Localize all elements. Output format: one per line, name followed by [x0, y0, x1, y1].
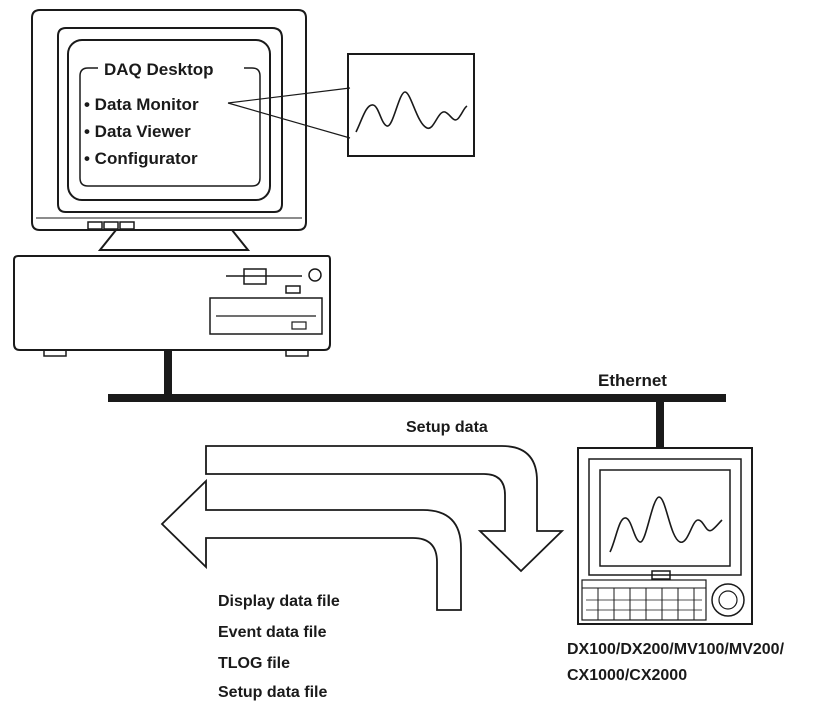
setup-data-arrow	[205, 445, 565, 573]
monitor-stand	[97, 229, 251, 251]
file-label-setup: Setup data file	[218, 684, 327, 701]
screen-title: DAQ Desktop	[104, 60, 214, 79]
monitor-button-1	[87, 221, 103, 230]
menu-item-data-monitor: • Data Monitor	[84, 95, 199, 114]
file-label-display: Display data file	[218, 593, 340, 610]
monitor-button-3	[119, 221, 135, 230]
file-label-event: Event data file	[218, 624, 327, 641]
floppy-drive-slot	[243, 268, 267, 285]
recorder-bezel	[588, 458, 742, 576]
recorder-body	[577, 447, 753, 625]
pc-network-cable	[164, 350, 172, 398]
pc-foot-right	[285, 349, 309, 357]
power-button-icon	[308, 268, 322, 282]
return-files-arrow	[160, 478, 462, 611]
pc-monitor	[31, 9, 307, 251]
waveform-window	[347, 53, 475, 157]
recorder-dial-icon	[711, 583, 745, 617]
ethernet-bus	[108, 394, 726, 402]
file-label-tlog: TLOG file	[218, 655, 290, 672]
callout-waveform	[227, 53, 475, 157]
recorder-model-line2: CX1000/CX2000	[567, 667, 687, 684]
cd-drive	[209, 297, 323, 335]
monitor-outer-bezel	[31, 9, 307, 231]
screen-menu-box: DAQ Desktop • Data Monitor • Data Viewer…	[79, 60, 261, 187]
ethernet-label: Ethernet	[598, 371, 667, 390]
recorder-model-line1: DX100/DX200/MV100/MV200/	[567, 641, 785, 658]
setup-data-label: Setup data	[406, 419, 488, 436]
waveform-signal-icon	[355, 91, 468, 133]
recorder-key-panel	[581, 579, 707, 621]
recorder-network-cable	[656, 402, 664, 448]
ethernet-network	[108, 350, 726, 448]
recorder-latch	[651, 570, 671, 580]
recorder-screen	[599, 469, 731, 567]
pc-case-body	[13, 255, 331, 351]
recorder-waveform-icon	[609, 496, 723, 553]
monitor-inner-bezel	[57, 27, 283, 213]
monitor-button-2	[103, 221, 119, 230]
monitor-screen	[67, 39, 271, 201]
pc-foot-left	[43, 349, 67, 357]
menu-item-data-viewer: • Data Viewer	[84, 122, 191, 141]
recorder-device	[577, 447, 753, 625]
menu-item-configurator: • Configurator	[84, 149, 198, 168]
pc-case	[13, 255, 331, 357]
